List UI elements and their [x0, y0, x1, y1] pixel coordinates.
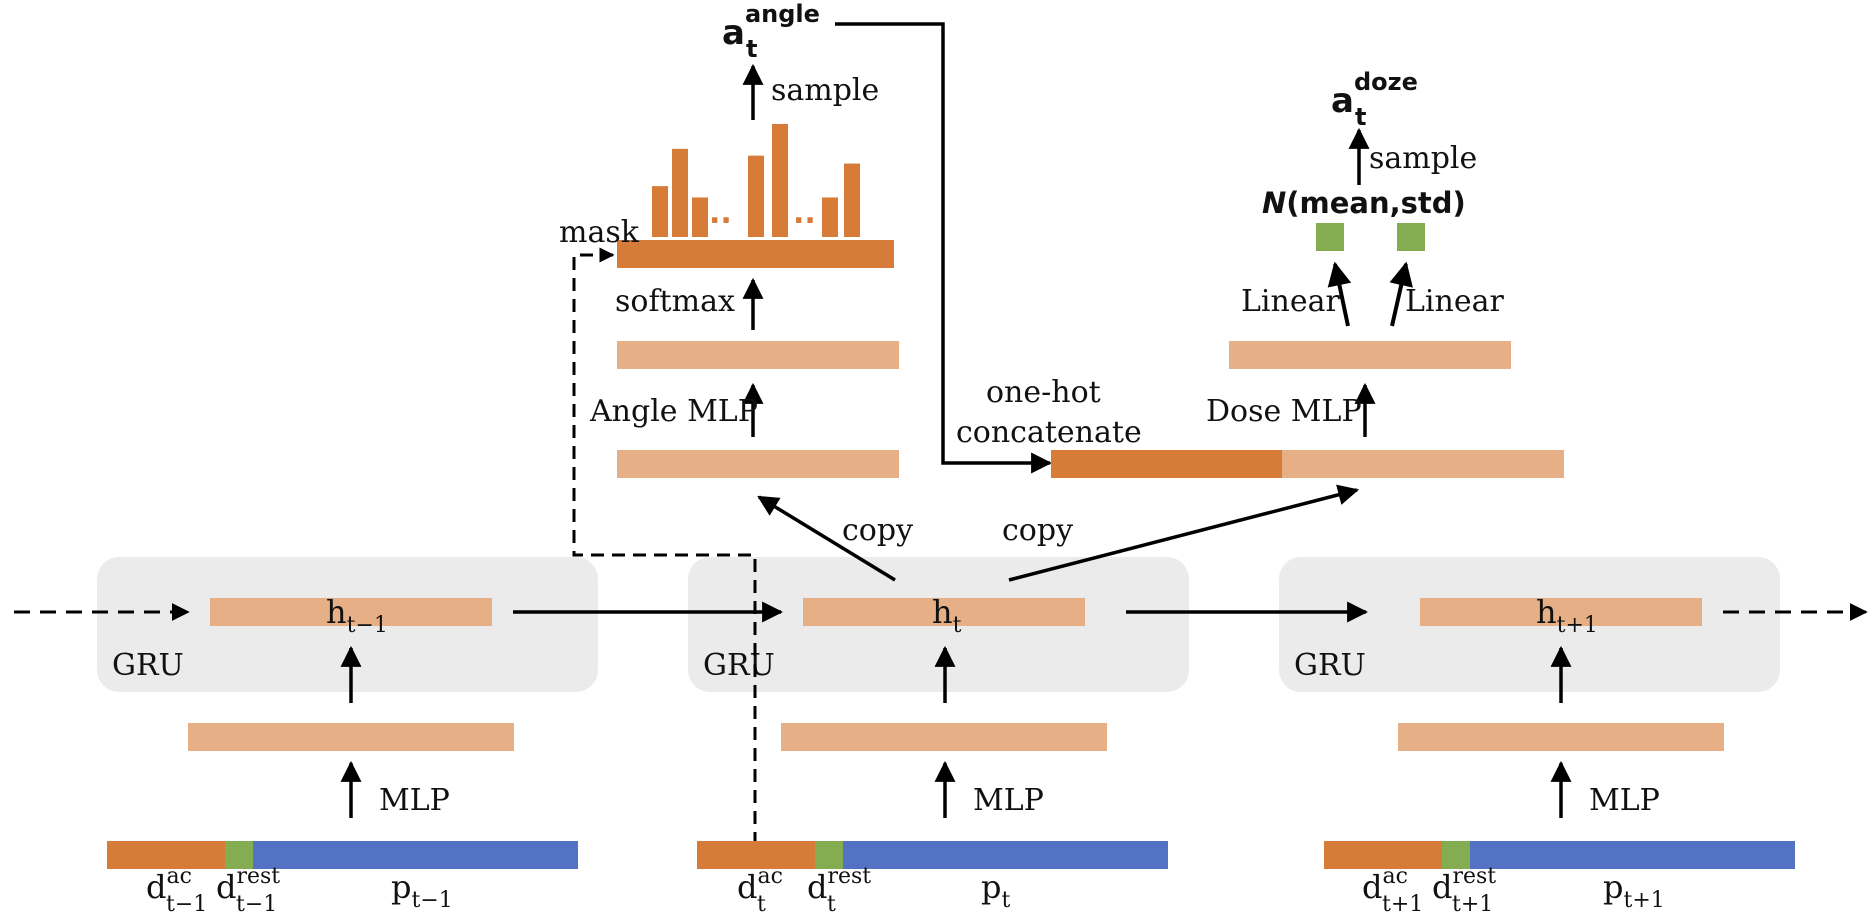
linear-label-right: Linear	[1405, 284, 1504, 319]
distribution-label: N(mean,std)	[1262, 186, 1466, 220]
hidden-state-label: ht	[932, 593, 962, 638]
histogram-bar	[652, 186, 668, 237]
histogram-bar	[822, 197, 838, 237]
angle-mlp-output-bar	[617, 341, 899, 369]
softmax-label: softmax	[615, 284, 735, 319]
linear-arrow-right	[1389, 261, 1413, 327]
softmax-bar	[617, 240, 894, 268]
mlp-label: MLP	[1589, 783, 1660, 818]
angle-sample-label: sample	[771, 73, 879, 108]
hidden-state-bar-t-plus-1	[1420, 598, 1702, 626]
one-hot-connector	[835, 22, 1053, 474]
histogram-ellipsis: ..	[793, 196, 816, 231]
input-vector-t-minus-1	[107, 841, 578, 869]
hidden-state-bar-t-minus-1	[210, 598, 492, 626]
input-vector-t-plus-1	[1324, 841, 1795, 869]
mask-label: mask	[559, 215, 640, 250]
histogram-bar	[672, 148, 688, 237]
hidden-state-label: ht−1	[326, 593, 388, 638]
copy-label-right: copy	[1002, 513, 1073, 548]
mlp-output-bar	[781, 723, 1107, 751]
histogram-bar	[772, 124, 788, 237]
std-output	[1397, 223, 1425, 251]
gru-label: GRU	[703, 648, 775, 683]
p-label: pt+1	[1603, 868, 1665, 913]
concat-hidden-bar	[1282, 450, 1564, 478]
dose-sample-label: sample	[1369, 141, 1477, 176]
angle-mlp-label: Angle MLP	[589, 394, 758, 429]
mean-output	[1316, 223, 1344, 251]
dose-branch: one-hot concatenate Dose MLP Linear Line…	[956, 68, 1564, 478]
mlp-output-bar	[1398, 723, 1724, 751]
histogram-ellipsis: ..	[709, 196, 732, 231]
mlp-output-bar	[188, 723, 514, 751]
concat-onehot-bar	[1051, 450, 1282, 478]
histogram-bar	[692, 197, 708, 237]
histogram-bar	[748, 155, 764, 237]
input-vector-t	[697, 841, 1168, 869]
p-label: pt−1	[391, 868, 453, 913]
gru-label: GRU	[1294, 648, 1366, 683]
angle-mlp-input-bar	[617, 450, 899, 478]
concat-label-line1: one-hot	[986, 375, 1101, 410]
hidden-state-bar-t	[803, 598, 1085, 626]
p-label: pt	[981, 868, 1010, 913]
linear-label-left: Linear	[1241, 284, 1340, 319]
dose-mlp-output-bar	[1229, 341, 1511, 369]
mlp-label: MLP	[973, 783, 1044, 818]
copy-label-left: copy	[842, 513, 913, 548]
mask-dashed-line	[572, 247, 757, 845]
histogram-bar	[844, 163, 860, 237]
hidden-state-label: ht+1	[1536, 593, 1598, 638]
linear-arrow-left	[1327, 261, 1352, 327]
copy-arrow-left	[757, 495, 896, 582]
dose-mlp-label: Dose MLP	[1206, 394, 1362, 429]
mlp-label: MLP	[379, 783, 450, 818]
concat-label-line2: concatenate	[956, 415, 1142, 450]
copy-arrow-right	[1008, 484, 1360, 582]
gru-label: GRU	[112, 648, 184, 683]
probability-histogram	[652, 124, 860, 237]
angle-branch: Angle MLP softmax mask .. .. sample aang…	[559, 0, 899, 478]
